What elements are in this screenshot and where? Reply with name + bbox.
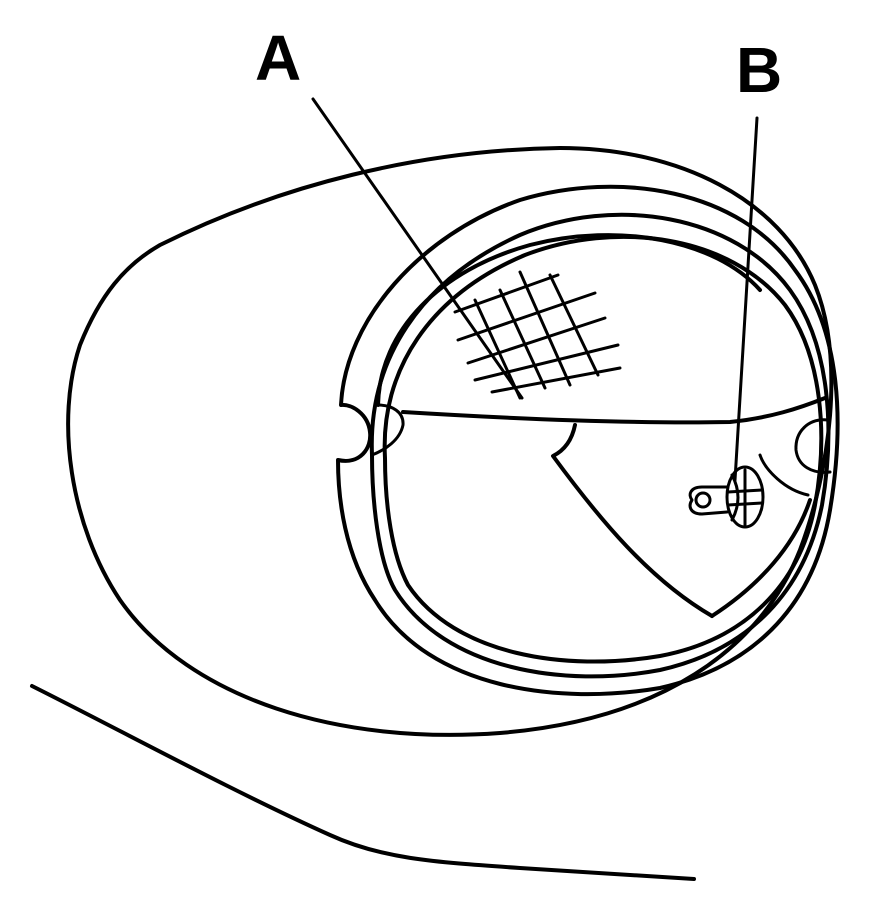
callout-a-leader	[311, 97, 524, 400]
reflector-divider	[551, 423, 714, 618]
mounting-ring-outer	[336, 184, 840, 697]
mounting-ring-inner-1	[369, 212, 831, 679]
callout-b-label: B	[736, 34, 782, 106]
inner-left-notch	[370, 403, 405, 457]
lens-center-division	[401, 396, 827, 425]
mounting-ring-inner-2	[382, 234, 824, 664]
right-bracket	[758, 453, 810, 497]
body-contour-line	[30, 684, 696, 881]
mounting-ring-right-notch	[794, 418, 832, 474]
callout-b-leader	[733, 116, 759, 482]
lens-top-edge	[376, 233, 762, 407]
bulb-socket-fastener	[688, 465, 765, 529]
lens-bottom-edge	[710, 498, 812, 618]
callout-a-label: A	[255, 22, 301, 94]
